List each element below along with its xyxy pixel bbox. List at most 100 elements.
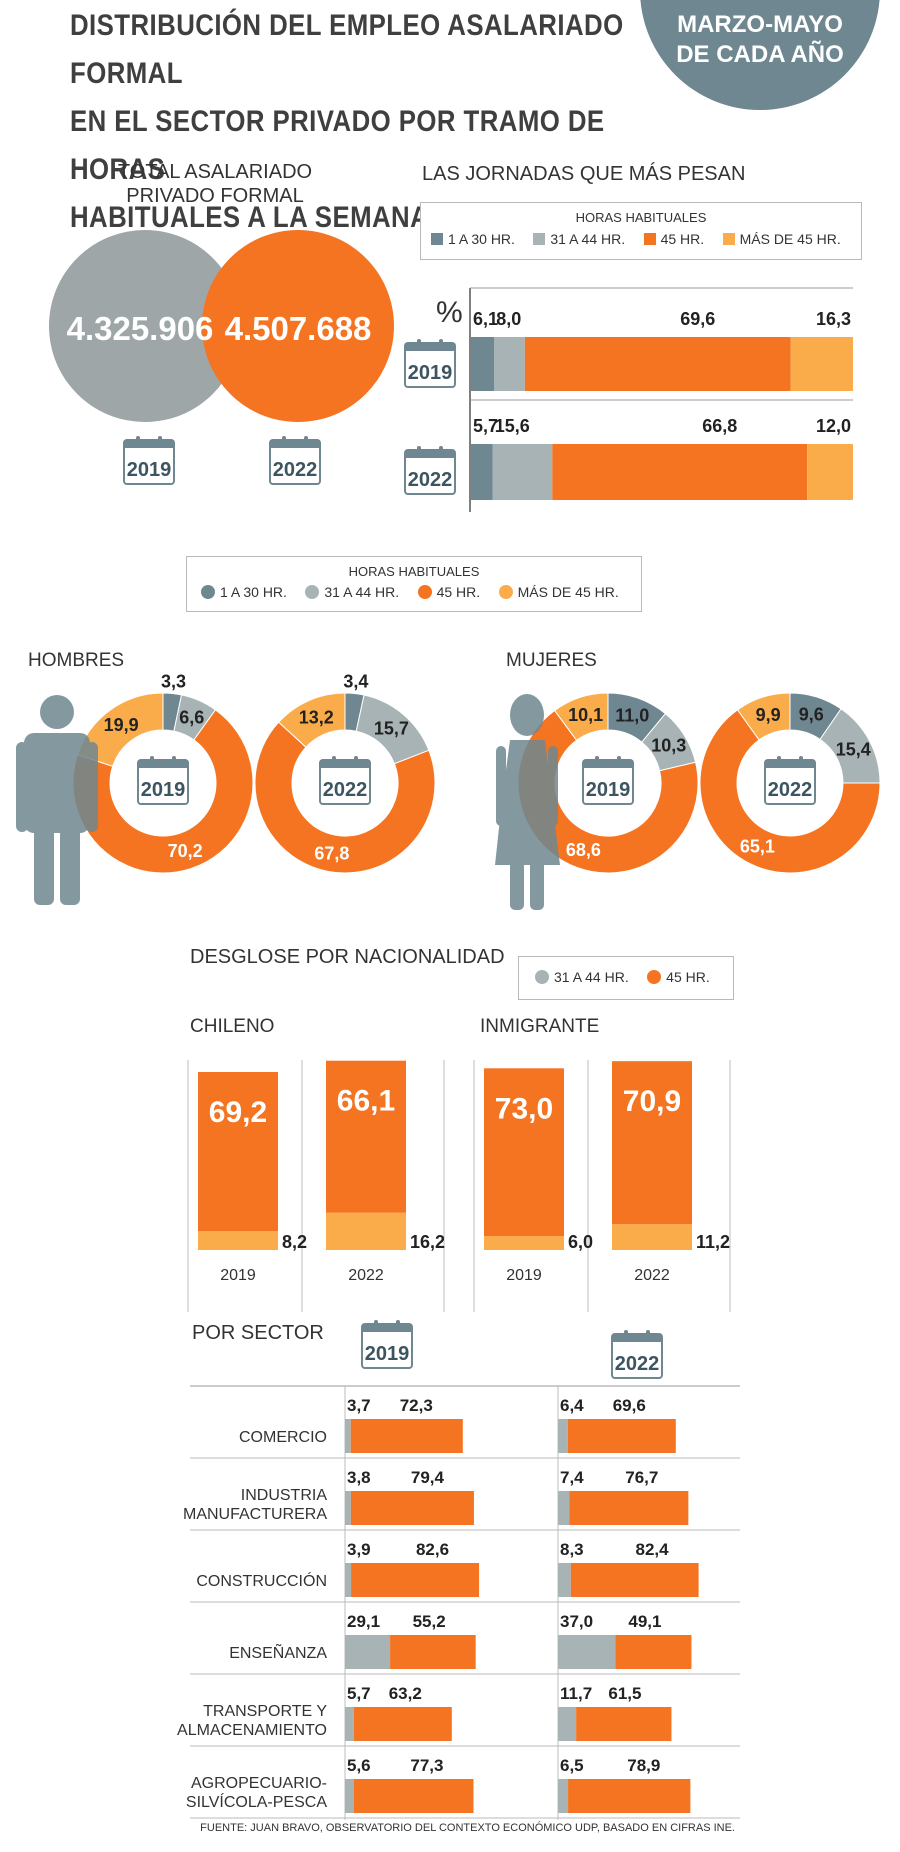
donut-value-label: 15,7 — [374, 719, 409, 739]
gender-legend-item-4: MÁS DE 45 HR. — [498, 584, 619, 600]
jornadas-bar-segment — [552, 444, 808, 500]
gender-donuts: 3,36,670,219,920193,415,767,813,2202211,… — [16, 672, 881, 910]
calendar-ring — [439, 446, 443, 458]
calendar-year: 2022 — [768, 779, 813, 801]
hombres-heading: HOMBRES — [28, 650, 125, 671]
sector-category-label: MANUFACTURERA — [183, 1506, 327, 1523]
donut-value-label: 19,9 — [104, 715, 139, 735]
calendar-ring — [439, 339, 443, 351]
nac-bar-3144 — [326, 1212, 406, 1250]
sector-category-label: TRANSPORTE Y — [203, 1703, 327, 1720]
title-line-2: EN EL SECTOR PRIVADO POR TRAMO DE HORAS — [70, 105, 605, 186]
calendar-ring — [282, 436, 286, 448]
jornadas-bar-segment — [492, 444, 553, 500]
page-title: DISTRIBUCIÓN DEL EMPLEO ASALARIADO FORMA… — [70, 2, 655, 242]
sector-bar-45 — [615, 1635, 692, 1669]
inmigrante-heading: INMIGRANTE — [480, 1016, 600, 1037]
nac-bar-3144 — [612, 1224, 692, 1250]
calendar-year: 2019 — [365, 1343, 410, 1365]
nac-value-3144: 16,2 — [410, 1232, 445, 1252]
donut-value-label: 67,8 — [314, 843, 349, 863]
nac-bar-45 — [612, 1061, 692, 1225]
donut-value-label: 3,3 — [161, 672, 186, 692]
sector-value-45: 82,6 — [416, 1540, 449, 1559]
sector-value-45: 79,4 — [411, 1468, 445, 1487]
calendar-ring — [799, 756, 803, 768]
sector-value-45: 49,1 — [628, 1612, 661, 1631]
sector-category-label: INDUSTRIA — [241, 1487, 328, 1504]
donut-value-label: 68,6 — [566, 840, 601, 860]
donut-value-label: 10,1 — [568, 705, 603, 725]
calendar-top — [612, 1334, 662, 1342]
total-2022-value: 4.507.688 — [225, 310, 372, 347]
nac-value-45: 70,9 — [623, 1085, 681, 1118]
bubble-2019 — [49, 230, 241, 422]
nac-bar-3144 — [198, 1231, 278, 1250]
calendar-ring — [417, 339, 421, 351]
sector-value-3144: 6,5 — [560, 1756, 584, 1775]
calendar-ring — [354, 756, 358, 768]
donut-value-label: 6,6 — [179, 708, 204, 728]
gender-legend-title: HORAS HABITUALES — [348, 564, 480, 579]
calendar-top — [124, 440, 174, 448]
sector-value-3144: 5,7 — [347, 1684, 371, 1703]
gender-legend-label-4: MÁS DE 45 HR. — [517, 584, 619, 600]
sector-bar-3144 — [345, 1707, 354, 1741]
calendar-top — [270, 440, 320, 448]
nac-bar-3144 — [484, 1236, 564, 1250]
sector-category-label: SILVÍCOLA-PESCA — [186, 1792, 327, 1811]
sector-bar-3144 — [558, 1707, 577, 1741]
bubble-2022 — [202, 230, 394, 422]
donut-calendar-2022-icon: 2022 — [764, 756, 816, 805]
gender-legend: HORAS HABITUALES 1 A 30 HR. 31 A 44 HR. … — [186, 556, 642, 612]
legend-label-2: 31 A 44 HR. — [550, 231, 626, 247]
legend-label-3: 45 HR. — [660, 231, 705, 247]
sector-value-3144: 7,4 — [560, 1468, 584, 1487]
nac-bar-45 — [198, 1071, 278, 1232]
nac-legend-dot-1 — [535, 970, 549, 984]
donut-slice — [254, 721, 436, 874]
donut-value-label: 9,9 — [756, 705, 781, 725]
nac-legend-item-2: 45 HR. — [647, 969, 710, 985]
sector-bar-3144 — [345, 1635, 391, 1669]
donut-value-label: 10,3 — [651, 735, 686, 755]
sector-category-label: AGROPECUARIO- — [191, 1775, 327, 1792]
percent-unit: % — [436, 296, 463, 329]
jornadas-legend: HORAS HABITUALES 1 A 30 HR. 31 A 44 HR. … — [420, 202, 862, 260]
calendar-year: 2022 — [273, 459, 318, 481]
jornadas-value-label: 5,7 — [473, 416, 498, 436]
gender-legend-dot-1 — [201, 585, 215, 599]
calendar-ring — [417, 446, 421, 458]
sector-bar-3144 — [558, 1635, 616, 1669]
calendar-year: 2019 — [586, 779, 631, 801]
sector-bar-45 — [576, 1707, 672, 1741]
sector-bar-45 — [350, 1419, 463, 1453]
calendar-ring — [332, 756, 336, 768]
jornadas-bar-segment — [524, 337, 791, 391]
sector-bar-3144 — [345, 1419, 351, 1453]
total-heading-line-1: TOTAL ASALARIADO — [117, 161, 313, 183]
sector-calendar-2022-icon: 2022 — [611, 1330, 663, 1379]
gender-legend-label-2: 31 A 44 HR. — [324, 584, 400, 600]
jornadas-value-label: 8,0 — [496, 309, 521, 329]
donut-calendar-2022-icon: 2022 — [319, 756, 371, 805]
calendar-ring — [158, 436, 162, 448]
calendar-2022-icon: 2022 — [269, 436, 321, 485]
sector-value-45: 78,9 — [627, 1756, 660, 1775]
sector-value-3144: 5,6 — [347, 1756, 371, 1775]
sector-bar-45 — [570, 1563, 699, 1597]
sector-value-3144: 37,0 — [560, 1612, 593, 1631]
sector-bar-3144 — [345, 1491, 351, 1525]
nac-year-label: 2019 — [506, 1267, 542, 1284]
sector-bar-45 — [390, 1635, 476, 1669]
sector-bar-3144 — [558, 1563, 571, 1597]
calendar-ring — [624, 1330, 628, 1342]
gender-legend-label-3: 45 HR. — [436, 584, 481, 600]
jornadas-calendar-2019-icon: 2019 — [404, 339, 456, 388]
woman-silhouette-icon — [495, 694, 560, 910]
nacionalidad-legend: 31 A 44 HR. 45 HR. — [518, 956, 734, 1000]
legend-swatch-2 — [533, 233, 546, 245]
